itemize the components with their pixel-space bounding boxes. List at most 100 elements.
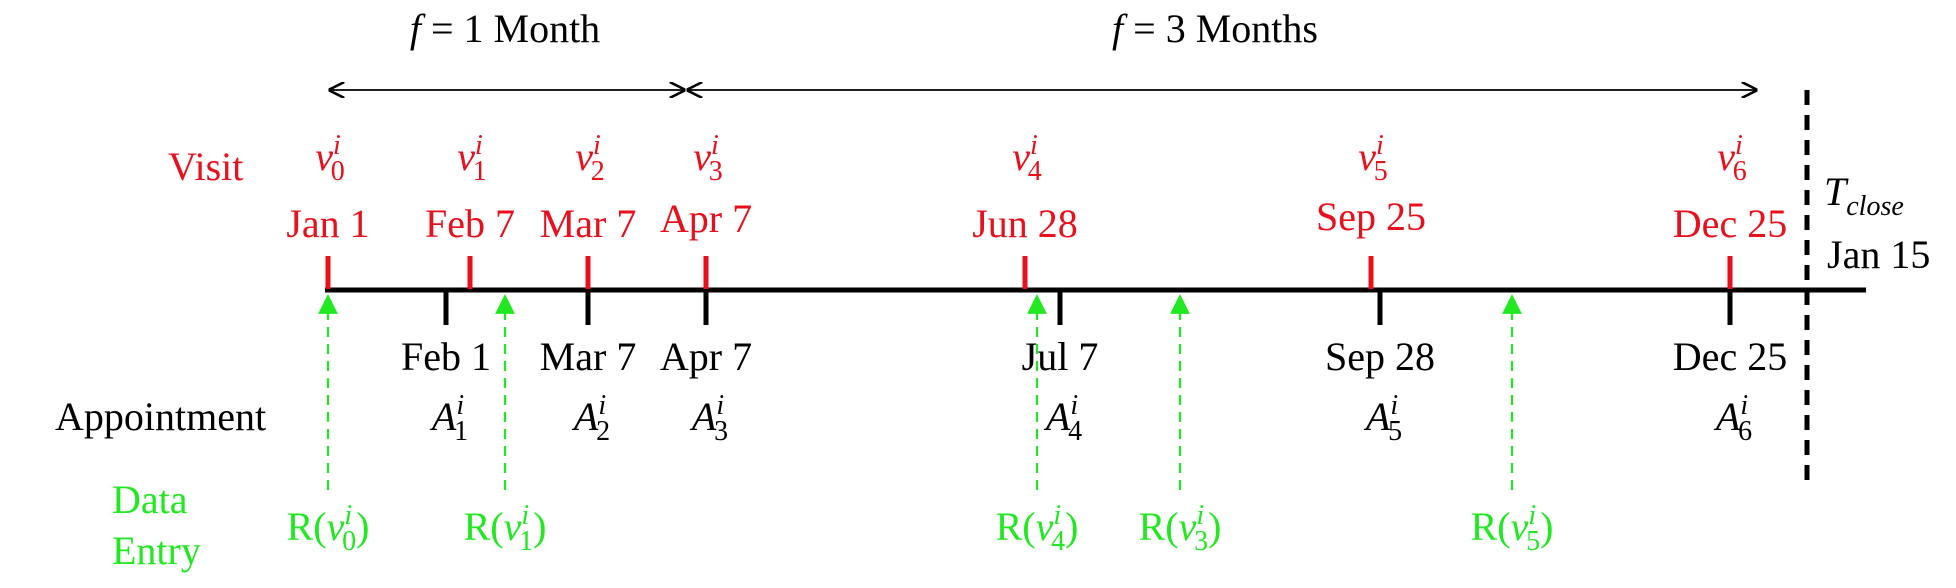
math-superscript: i (711, 130, 719, 161)
math-superscript: i (1740, 390, 1748, 421)
math-subscript: 0 (331, 156, 345, 187)
math-symbol: v (1717, 134, 1735, 179)
math-symbol: A (1043, 394, 1071, 439)
math-subscript: 1 (454, 416, 468, 447)
period-eq: = 3 Months (1123, 6, 1318, 51)
math-subscript: 5 (1374, 156, 1388, 187)
math-subscript: 5 (1526, 526, 1540, 557)
math-symbol: A (689, 394, 717, 439)
math-subscript: 6 (1738, 416, 1752, 447)
math-subscript: 3 (709, 156, 723, 187)
period-eq: = 1 Month (421, 6, 600, 51)
math-symbol: v (1358, 134, 1376, 179)
period-label-3-months: f = 3 Months (1112, 6, 1318, 51)
appointment-date: Dec 25 (1673, 334, 1787, 379)
math-symbol: A (1363, 394, 1391, 439)
data-entry-row-label-line2: Entry (112, 528, 201, 573)
math-symbol: v (457, 134, 475, 179)
visit-date: Feb 7 (425, 201, 515, 246)
math-suffix: ) (1540, 504, 1553, 549)
math-subscript: 1 (519, 526, 533, 557)
math-suffix: ) (1065, 504, 1078, 549)
math-suffix: ) (533, 504, 546, 549)
visit-date: Jun 28 (972, 201, 1078, 246)
close-var: T (1824, 169, 1849, 214)
math-symbol: v (1511, 504, 1529, 549)
math-symbol: v (1012, 134, 1030, 179)
visit-date: Sep 25 (1316, 194, 1426, 239)
appointment-date: Feb 1 (401, 334, 491, 379)
visit-date: Dec 25 (1673, 201, 1787, 246)
math-symbol: v (504, 504, 522, 549)
appointment-date: Apr 7 (660, 334, 752, 379)
period-label-1-month: f = 1 Month (410, 6, 600, 51)
close-date: Jan 15 (1827, 232, 1930, 277)
math-subscript: 0 (342, 526, 356, 557)
math-superscript: i (1528, 500, 1536, 531)
math-superscript: i (344, 500, 352, 531)
visit-row-label: Visit (168, 144, 243, 189)
math-superscript: i (1390, 390, 1398, 421)
math-prefix: R( (996, 504, 1036, 549)
math-superscript: i (1070, 390, 1078, 421)
math-superscript: i (333, 130, 341, 161)
appointment-date: Mar 7 (540, 334, 637, 379)
math-subscript: 4 (1051, 526, 1065, 557)
math-superscript: i (1053, 500, 1061, 531)
appointment-date: Jul 7 (1022, 334, 1099, 379)
math-subscript: 4 (1028, 156, 1042, 187)
math-superscript: i (475, 130, 483, 161)
math-superscript: i (598, 390, 606, 421)
math-symbol: v (693, 134, 711, 179)
period-header: f = 1 Month f = 3 Months (330, 6, 1756, 90)
math-prefix: R( (1139, 504, 1179, 549)
math-subscript: 5 (1388, 416, 1402, 447)
math-superscript: i (716, 390, 724, 421)
math-superscript: i (593, 130, 601, 161)
math-subscript: 1 (473, 156, 487, 187)
visit-date: Apr 7 (660, 196, 752, 241)
math-symbol: v (327, 504, 345, 549)
close-sub: close (1846, 191, 1904, 222)
close-marker: Tclose Jan 15 (1804, 90, 1930, 490)
math-symbol: v (575, 134, 593, 179)
visit-date: Mar 7 (540, 201, 637, 246)
math-suffix: ) (356, 504, 369, 549)
math-subscript: 2 (591, 156, 605, 187)
visit-date: Jan 1 (286, 201, 369, 246)
math-prefix: R( (1471, 504, 1511, 549)
math-subscript: 6 (1733, 156, 1747, 187)
math-subscript: 3 (1194, 526, 1208, 557)
